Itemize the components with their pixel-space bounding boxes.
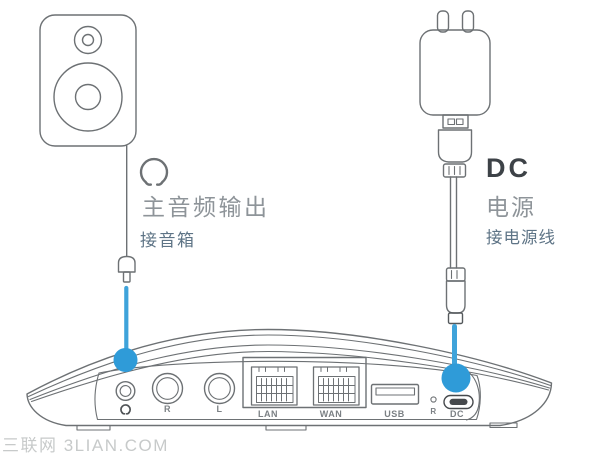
power-title: 电源 <box>486 194 536 220</box>
dc-heading: DC <box>486 153 531 183</box>
audio-right-port <box>151 372 184 405</box>
wan-port <box>312 366 360 406</box>
power-subtitle: 接电源线 <box>486 229 556 247</box>
lan-port <box>250 366 298 406</box>
port-label-audio-right: R <box>164 403 171 414</box>
port-label-lan: LAN <box>258 409 278 419</box>
headphone-jack-icon <box>120 404 131 415</box>
power-connection-dot <box>441 363 471 393</box>
power-cable <box>445 176 466 325</box>
port-label-audio-left: L <box>216 403 223 414</box>
power-adapter-illustration <box>419 10 491 178</box>
speaker-illustration <box>39 14 137 147</box>
power-connection <box>441 324 471 393</box>
watermark: 三联网 3LIAN.COM <box>2 436 169 455</box>
dc-port <box>443 394 474 410</box>
port-label-reset: R <box>430 406 437 416</box>
audio-cable <box>117 145 136 283</box>
audio-output-subtitle: 接音箱 <box>140 231 196 250</box>
headphone-jack-port <box>115 381 136 402</box>
audio-connection-dot <box>113 348 138 372</box>
port-label-wan: WAN <box>319 409 343 419</box>
device-rear-illustration <box>26 328 553 431</box>
audio-connection <box>113 285 138 372</box>
reset-pinhole <box>430 396 437 403</box>
headphones-icon <box>139 157 169 186</box>
ethernet-ports-frame <box>242 356 367 409</box>
audio-output-title: 主音频输出 <box>142 194 270 220</box>
port-label-dc: DC <box>450 409 464 419</box>
usb-port <box>370 383 420 405</box>
audio-left-port <box>203 372 236 405</box>
port-label-usb: USB <box>384 409 405 419</box>
